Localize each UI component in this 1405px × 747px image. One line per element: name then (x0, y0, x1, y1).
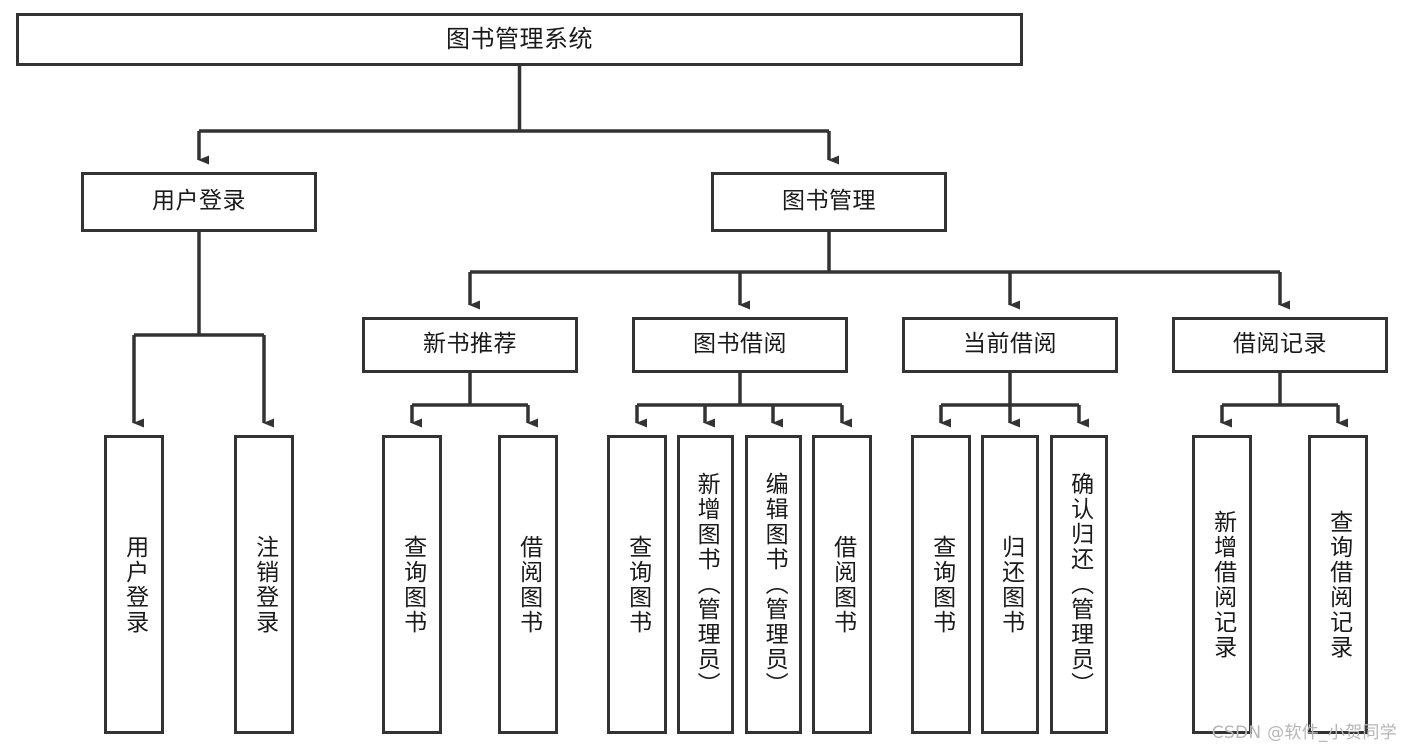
node-leaf-borrow-book-2[interactable]: 借阅图书 (812, 435, 872, 734)
node-leaf-confirm-return-label: 确认归还（管理员） (1066, 472, 1093, 697)
node-leaf-user-login[interactable]: 用户登录 (104, 435, 164, 734)
node-user-login-label: 用户登录 (152, 188, 246, 215)
node-leaf-query-book-1[interactable]: 查询图书 (382, 435, 442, 734)
node-new-book-recommend[interactable]: 新书推荐 (362, 317, 578, 373)
node-root-label: 图书管理系统 (446, 25, 593, 54)
node-leaf-query-book-3[interactable]: 查询图书 (911, 435, 971, 734)
node-leaf-add-book[interactable]: 新增图书（管理员） (677, 435, 734, 734)
node-leaf-add-record[interactable]: 新增借阅记录 (1192, 435, 1252, 734)
node-leaf-borrow-book-1-label: 借阅图书 (515, 534, 542, 635)
node-leaf-query-record[interactable]: 查询借阅记录 (1308, 435, 1368, 734)
node-current-borrow[interactable]: 当前借阅 (902, 317, 1118, 373)
node-leaf-query-book-3-label: 查询图书 (928, 534, 955, 635)
node-leaf-add-book-label: 新增图书（管理员） (693, 472, 720, 697)
node-leaf-user-login-label: 用户登录 (121, 534, 148, 635)
node-borrow-record[interactable]: 借阅记录 (1172, 317, 1388, 373)
node-leaf-return-book[interactable]: 归还图书 (981, 435, 1039, 734)
node-book-borrow-label: 图书借阅 (693, 331, 787, 358)
csdn-watermark: CSDN @软件_小贺同学 (1211, 723, 1397, 743)
node-leaf-query-book-1-label: 查询图书 (399, 534, 426, 635)
node-root[interactable]: 图书管理系统 (16, 13, 1023, 66)
node-leaf-query-record-label: 查询借阅记录 (1325, 509, 1352, 660)
node-book-borrow[interactable]: 图书借阅 (632, 317, 848, 373)
node-book-manage[interactable]: 图书管理 (711, 172, 947, 232)
node-leaf-borrow-book-1[interactable]: 借阅图书 (498, 435, 558, 734)
node-leaf-user-logout[interactable]: 注销登录 (234, 435, 294, 734)
node-user-login[interactable]: 用户登录 (81, 172, 317, 232)
node-leaf-confirm-return[interactable]: 确认归还（管理员） (1050, 435, 1108, 734)
node-borrow-record-label: 借阅记录 (1233, 331, 1327, 358)
node-leaf-add-record-label: 新增借阅记录 (1209, 509, 1236, 660)
node-book-manage-label: 图书管理 (782, 188, 876, 215)
node-leaf-user-logout-label: 注销登录 (251, 534, 278, 635)
node-new-book-recommend-label: 新书推荐 (423, 331, 517, 358)
node-leaf-query-book-2[interactable]: 查询图书 (607, 435, 667, 734)
node-leaf-borrow-book-2-label: 借阅图书 (829, 534, 856, 635)
node-leaf-return-book-label: 归还图书 (997, 534, 1024, 635)
node-leaf-query-book-2-label: 查询图书 (624, 534, 651, 635)
node-leaf-edit-book[interactable]: 编辑图书（管理员） (745, 435, 802, 734)
node-leaf-edit-book-label: 编辑图书（管理员） (761, 472, 788, 697)
node-current-borrow-label: 当前借阅 (963, 331, 1057, 358)
